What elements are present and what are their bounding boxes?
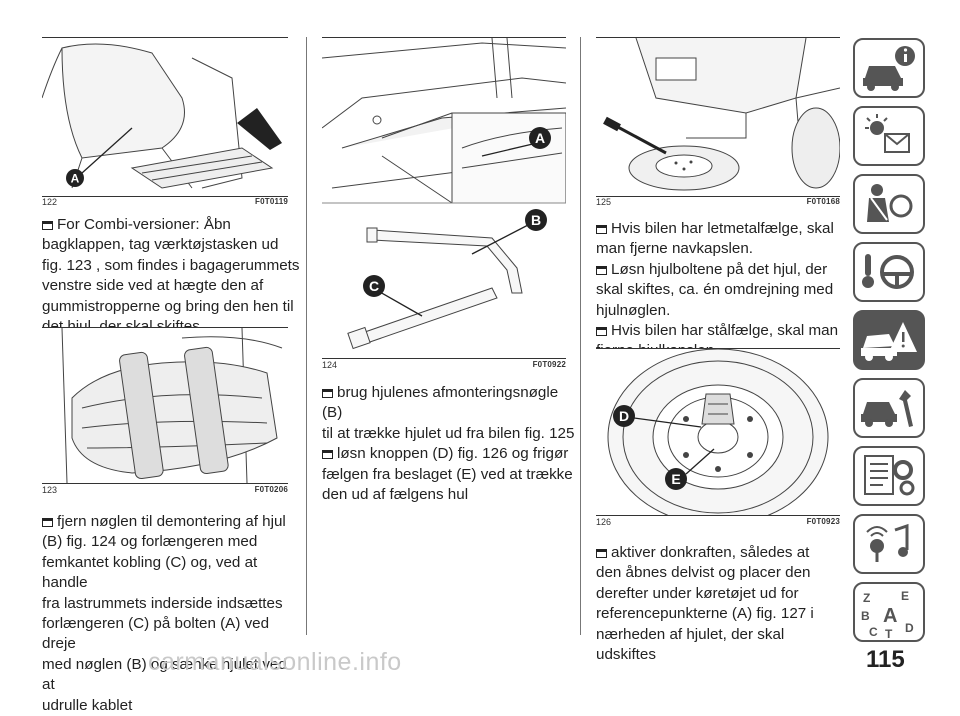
sidebar-tab-technical-data[interactable] (853, 446, 925, 506)
figure-number: 125 (596, 197, 612, 207)
figure-124: A B C (322, 37, 566, 359)
figure-126-caption: 126 F0T0923 (596, 517, 840, 527)
figure-code: F0T0923 (806, 517, 840, 526)
col2-paragraph-1: brug hjulenes afmonteringsnøgle (B) til … (322, 384, 575, 504)
callout-c: C (369, 278, 379, 294)
figure-123-caption: 123 F0T0206 (42, 485, 288, 495)
svg-text:D: D (905, 621, 914, 635)
figure-124-caption: 124 F0T0922 (322, 360, 566, 370)
sidebar-tab-emergency[interactable] (853, 310, 925, 370)
figure-122-caption: 122 F0T0119 (42, 197, 288, 207)
callout-e: E (671, 471, 680, 487)
col3-paragraphs-top: Hvis bilen har letmetalfælge, skal man f… (596, 220, 839, 359)
figure-code: F0T0168 (806, 197, 840, 206)
checkbox-bullet-icon (596, 549, 607, 558)
sidebar-tab-starting-driving[interactable] (853, 242, 925, 302)
svg-text:T: T (885, 627, 893, 640)
figure-123 (42, 327, 288, 484)
figure-code: F0T0206 (254, 485, 288, 494)
page-number: 115 (866, 646, 905, 673)
figure-125-caption: 125 F0T0168 (596, 197, 840, 207)
specs-gear-icon (864, 455, 915, 496)
checkbox-bullet-icon (322, 450, 333, 460)
dashboard-lights-icon (865, 114, 910, 153)
col1-paragraph-2: fjern nøglen til demontering af hjul (B)… (42, 513, 287, 714)
callout-b: B (531, 212, 541, 228)
callout-a: A (535, 130, 545, 146)
sidebar-tab-multimedia[interactable] (853, 514, 925, 574)
car-info-icon (863, 46, 915, 91)
sidebar-tab-maintenance[interactable] (853, 378, 925, 438)
checkbox-bullet-icon (42, 221, 53, 230)
column-divider (306, 37, 307, 635)
car-service-icon (861, 390, 913, 427)
checkbox-bullet-icon (42, 518, 53, 527)
figure-number: 122 (42, 197, 58, 207)
seatbelt-airbag-icon (867, 184, 913, 222)
steering-wheel-key-icon (862, 254, 914, 289)
watermark: carmanualsonline.info (148, 648, 402, 676)
figure-number: 123 (42, 485, 58, 495)
figure-126: D E (596, 348, 840, 516)
sidebar-tab-car-info[interactable] (853, 38, 925, 98)
callout-a: A (71, 172, 80, 186)
svg-text:Z: Z (863, 591, 870, 605)
figure-number: 124 (322, 360, 338, 370)
sidebar-tab-index[interactable]: Z E B A C T D (853, 582, 925, 642)
checkbox-bullet-icon (596, 225, 607, 234)
figure-number: 126 (596, 517, 612, 527)
svg-text:A: A (883, 605, 897, 627)
svg-text:B: B (861, 609, 870, 623)
svg-text:E: E (901, 589, 909, 603)
index-letters-icon: Z E B A C T D (861, 589, 914, 641)
checkbox-bullet-icon (322, 389, 333, 398)
figure-125 (596, 37, 840, 197)
multimedia-icon (866, 523, 909, 562)
col3-paragraph-4: aktiver donkraften, således at den åbnes… (596, 544, 814, 664)
figure-code: F0T0922 (532, 360, 566, 369)
car-warning-icon (861, 322, 917, 361)
svg-text:C: C (869, 625, 878, 639)
checkbox-bullet-icon (596, 265, 607, 275)
col1-paragraph-1: For Combi-versioner: Åbn bagklappen, tag… (42, 216, 300, 335)
sidebar-tab-safety[interactable] (853, 174, 925, 234)
checkbox-bullet-icon (596, 327, 607, 337)
callout-d: D (619, 408, 629, 424)
figure-122: A (42, 37, 288, 197)
sidebar-tab-dashboard-lights[interactable] (853, 106, 925, 166)
figure-code: F0T0119 (255, 197, 288, 206)
column-divider (580, 37, 581, 635)
